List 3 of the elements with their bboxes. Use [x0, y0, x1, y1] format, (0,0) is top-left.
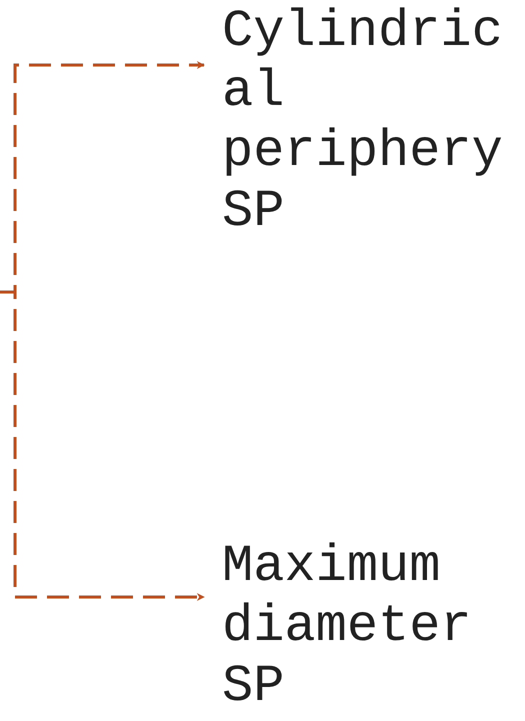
arrow: [0, 290, 205, 601]
label-text: Maximum diameter SP: [222, 537, 473, 717]
label-text: Cylindrical periphery SP: [222, 2, 504, 242]
